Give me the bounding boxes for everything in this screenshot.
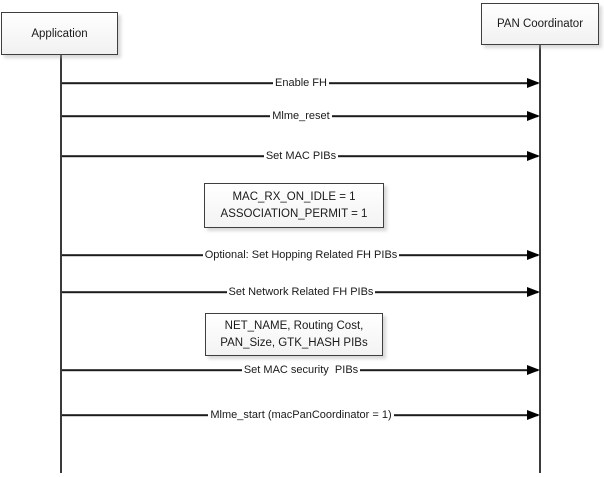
message-label: Mlme_start (macPanCoordinator = 1) <box>208 408 394 422</box>
note-line: PAN_Size, GTK_HASH PIBs <box>220 336 368 349</box>
actor-application-label: Application <box>31 27 88 40</box>
arrowhead-right-icon <box>527 111 540 121</box>
lifeline-pan-coordinator <box>539 45 541 473</box>
note-mac-pib-values[interactable]: MAC_RX_ON_IDLE = 1 ASSOCIATION_PERMIT = … <box>204 183 384 228</box>
actor-application[interactable]: Application <box>1 12 118 55</box>
arrowhead-right-icon <box>527 287 540 297</box>
message-label: Enable FH <box>273 76 329 90</box>
actor-pan-coordinator-label: PAN Coordinator <box>496 18 584 30</box>
message-set-hopping-fh-pibs[interactable]: Optional: Set Hopping Related FH PIBs <box>62 246 540 264</box>
note-line: MAC_RX_ON_IDLE = 1 <box>232 190 356 203</box>
arrowhead-right-icon <box>527 250 540 260</box>
message-label: Set MAC PIBs <box>263 149 339 163</box>
note-network-pib-values[interactable]: NET_NAME, Routing Cost, PAN_Size, GTK_HA… <box>205 313 383 356</box>
arrowhead-right-icon <box>527 410 540 420</box>
message-label: Set MAC security PIBs <box>241 363 361 377</box>
lifeline-application <box>60 55 62 473</box>
message-mlme-start[interactable]: Mlme_start (macPanCoordinator = 1) <box>62 406 540 424</box>
arrowhead-right-icon <box>527 78 540 88</box>
message-label: Optional: Set Hopping Related FH PIBs <box>202 248 400 262</box>
message-set-network-fh-pibs[interactable]: Set Network Related FH PIBs <box>62 283 540 301</box>
message-set-mac-pibs[interactable]: Set MAC PIBs <box>62 147 540 165</box>
message-enable-fh[interactable]: Enable FH <box>62 74 540 92</box>
actor-pan-coordinator[interactable]: PAN Coordinator <box>481 3 599 45</box>
message-set-mac-security-pibs[interactable]: Set MAC security PIBs <box>62 361 540 379</box>
message-mlme-reset[interactable]: Mlme_reset <box>62 107 540 125</box>
message-label: Mlme_reset <box>270 109 332 123</box>
note-line: NET_NAME, Routing Cost, <box>224 319 364 332</box>
note-line: ASSOCIATION_PERMIT = 1 <box>220 207 368 220</box>
message-label: Set Network Related FH PIBs <box>226 285 376 299</box>
arrowhead-right-icon <box>527 365 540 375</box>
arrowhead-right-icon <box>527 151 540 161</box>
